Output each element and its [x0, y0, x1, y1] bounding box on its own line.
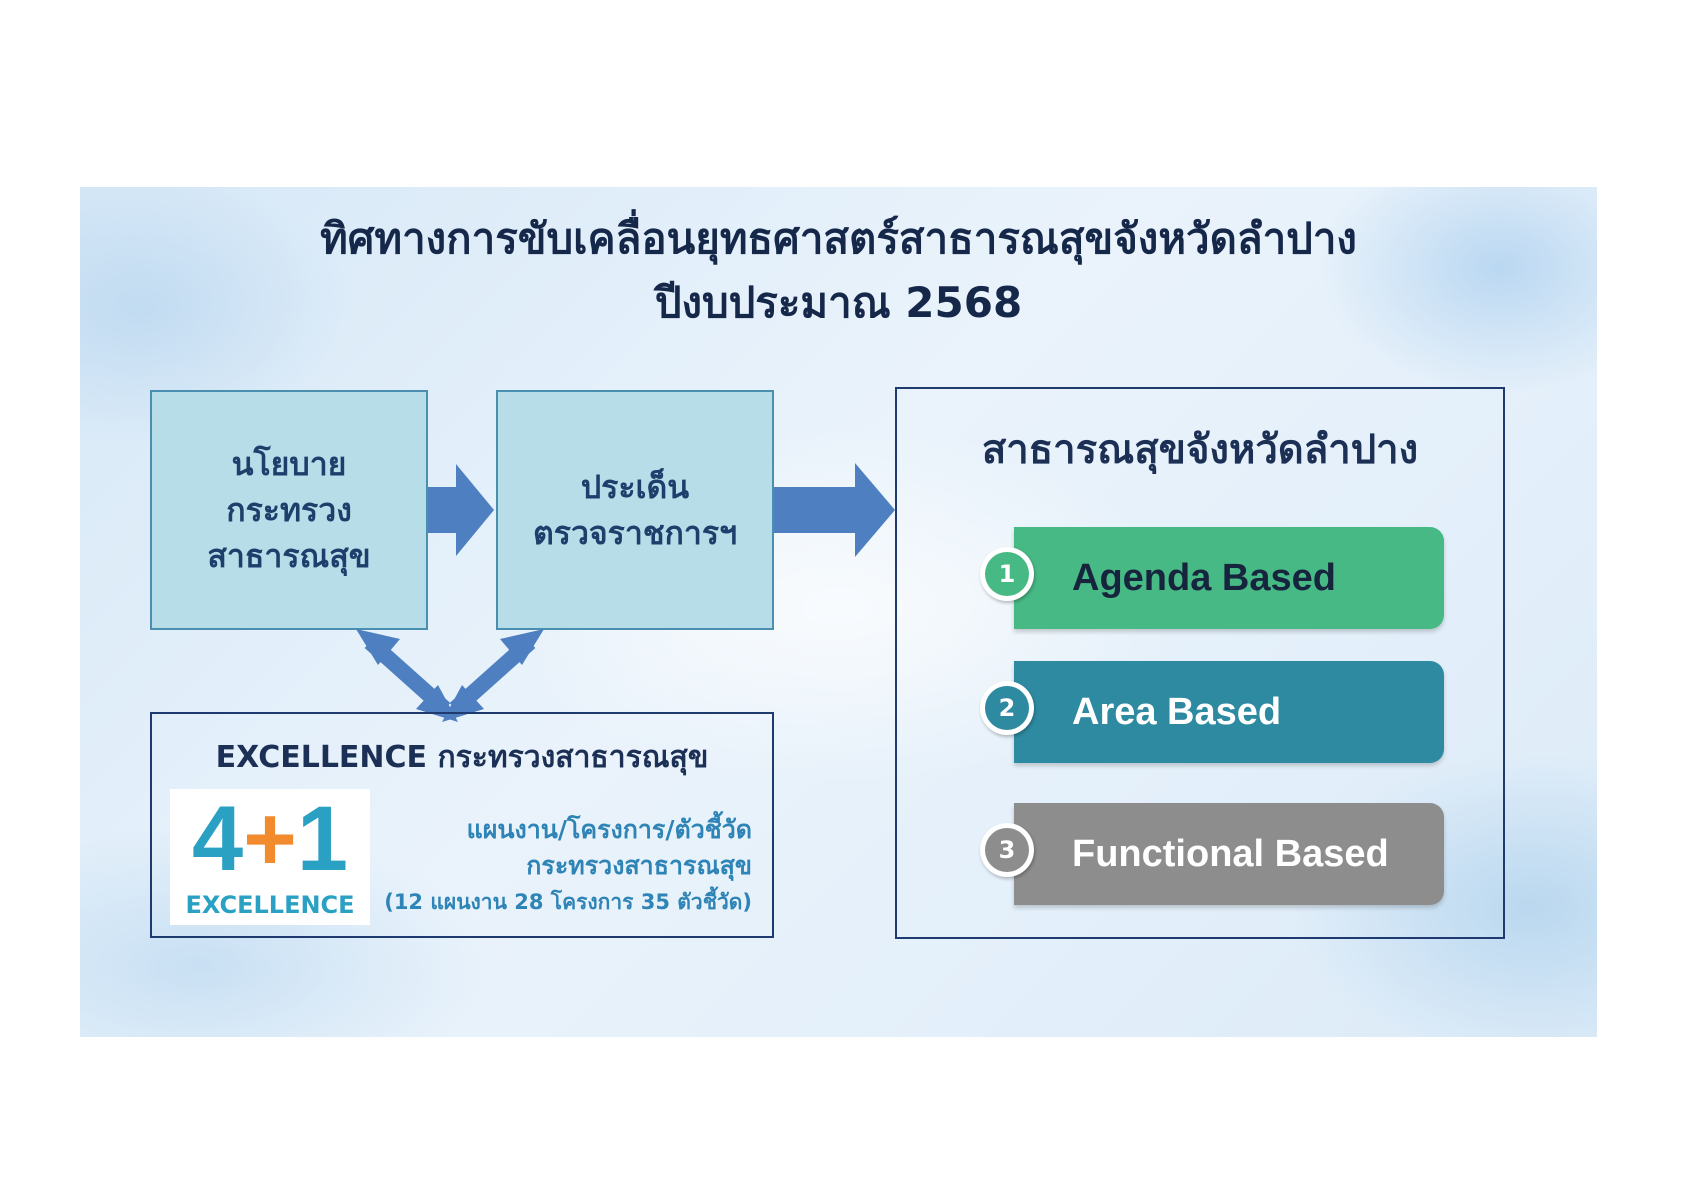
lampang-title: สาธารณสุขจังหวัดลำปาง [981, 427, 1419, 473]
badge-number: 2 [985, 686, 1029, 730]
item-label: Agenda Based [1072, 556, 1336, 599]
lampang-box: สาธารณสุขจังหวัดลำปาง 1 Agenda Based 2 A… [895, 387, 1505, 939]
item-label: Functional Based [1072, 832, 1389, 875]
policy-line-3: สาธารณสุข [207, 537, 371, 575]
excellence-title: EXCELLENCE กระทรวงสาธารณสุข [215, 740, 709, 775]
agenda-based-item: 1 Agenda Based [980, 527, 1444, 629]
item-label: Area Based [1072, 690, 1282, 733]
inspection-box: ประเด็น ตรวจราชการฯ [496, 390, 774, 630]
area-based-item: 2 Area Based [980, 661, 1444, 763]
number-badge: 2 [980, 681, 1034, 735]
logo-caption: EXCELLENCE [185, 891, 355, 919]
double-headed-arrow-right-icon [442, 629, 544, 722]
slide: ทิศทางการขับเคลื่อนยุทธศาสตร์สาธารณสุขจั… [80, 187, 1597, 1037]
double-headed-arrow-left-icon [356, 629, 458, 722]
arrow-right-icon [774, 463, 895, 557]
logo-four: 4 [191, 788, 244, 890]
excellence-desc-line-2: กระทรวงสาธารณสุข [526, 851, 752, 880]
policy-line-1: นโยบาย [231, 445, 347, 483]
badge-number: 1 [985, 552, 1029, 596]
page-title: ทิศทางการขับเคลื่อนยุทธศาสตร์สาธารณสุขจั… [80, 207, 1597, 335]
functional-based-item: 3 Functional Based [980, 803, 1444, 905]
title-line-1: ทิศทางการขับเคลื่อนยุทธศาสตร์สาธารณสุขจั… [320, 214, 1357, 263]
inspection-line-1: ประเด็น [580, 468, 690, 506]
number-badge: 3 [980, 823, 1034, 877]
title-line-2: ปีงบประมาณ 2568 [654, 278, 1023, 327]
logo-one: 1 [296, 788, 349, 890]
arrow-right-icon [428, 464, 494, 556]
excellence-desc-line-1: แผนงาน/โครงการ/ตัวชี้วัด [466, 815, 752, 844]
policy-line-2: กระทรวง [226, 491, 352, 529]
badge-number: 3 [985, 828, 1029, 872]
policy-box: นโยบาย กระทรวง สาธารณสุข [150, 390, 428, 630]
logo-plus: + [243, 788, 297, 890]
inspection-line-2: ตรวจราชการฯ [532, 514, 738, 552]
excellence-box: EXCELLENCE กระทรวงสาธารณสุข 4+1 EXCELLEN… [150, 712, 774, 938]
excellence-desc-line-3: (12 แผนงาน 28 โครงการ 35 ตัวชี้วัด) [384, 890, 752, 914]
excellence-description: แผนงาน/โครงการ/ตัวชี้วัด กระทรวงสาธารณสุ… [384, 812, 752, 920]
number-badge: 1 [980, 547, 1034, 601]
excellence-logo: 4+1 EXCELLENCE [170, 789, 370, 925]
